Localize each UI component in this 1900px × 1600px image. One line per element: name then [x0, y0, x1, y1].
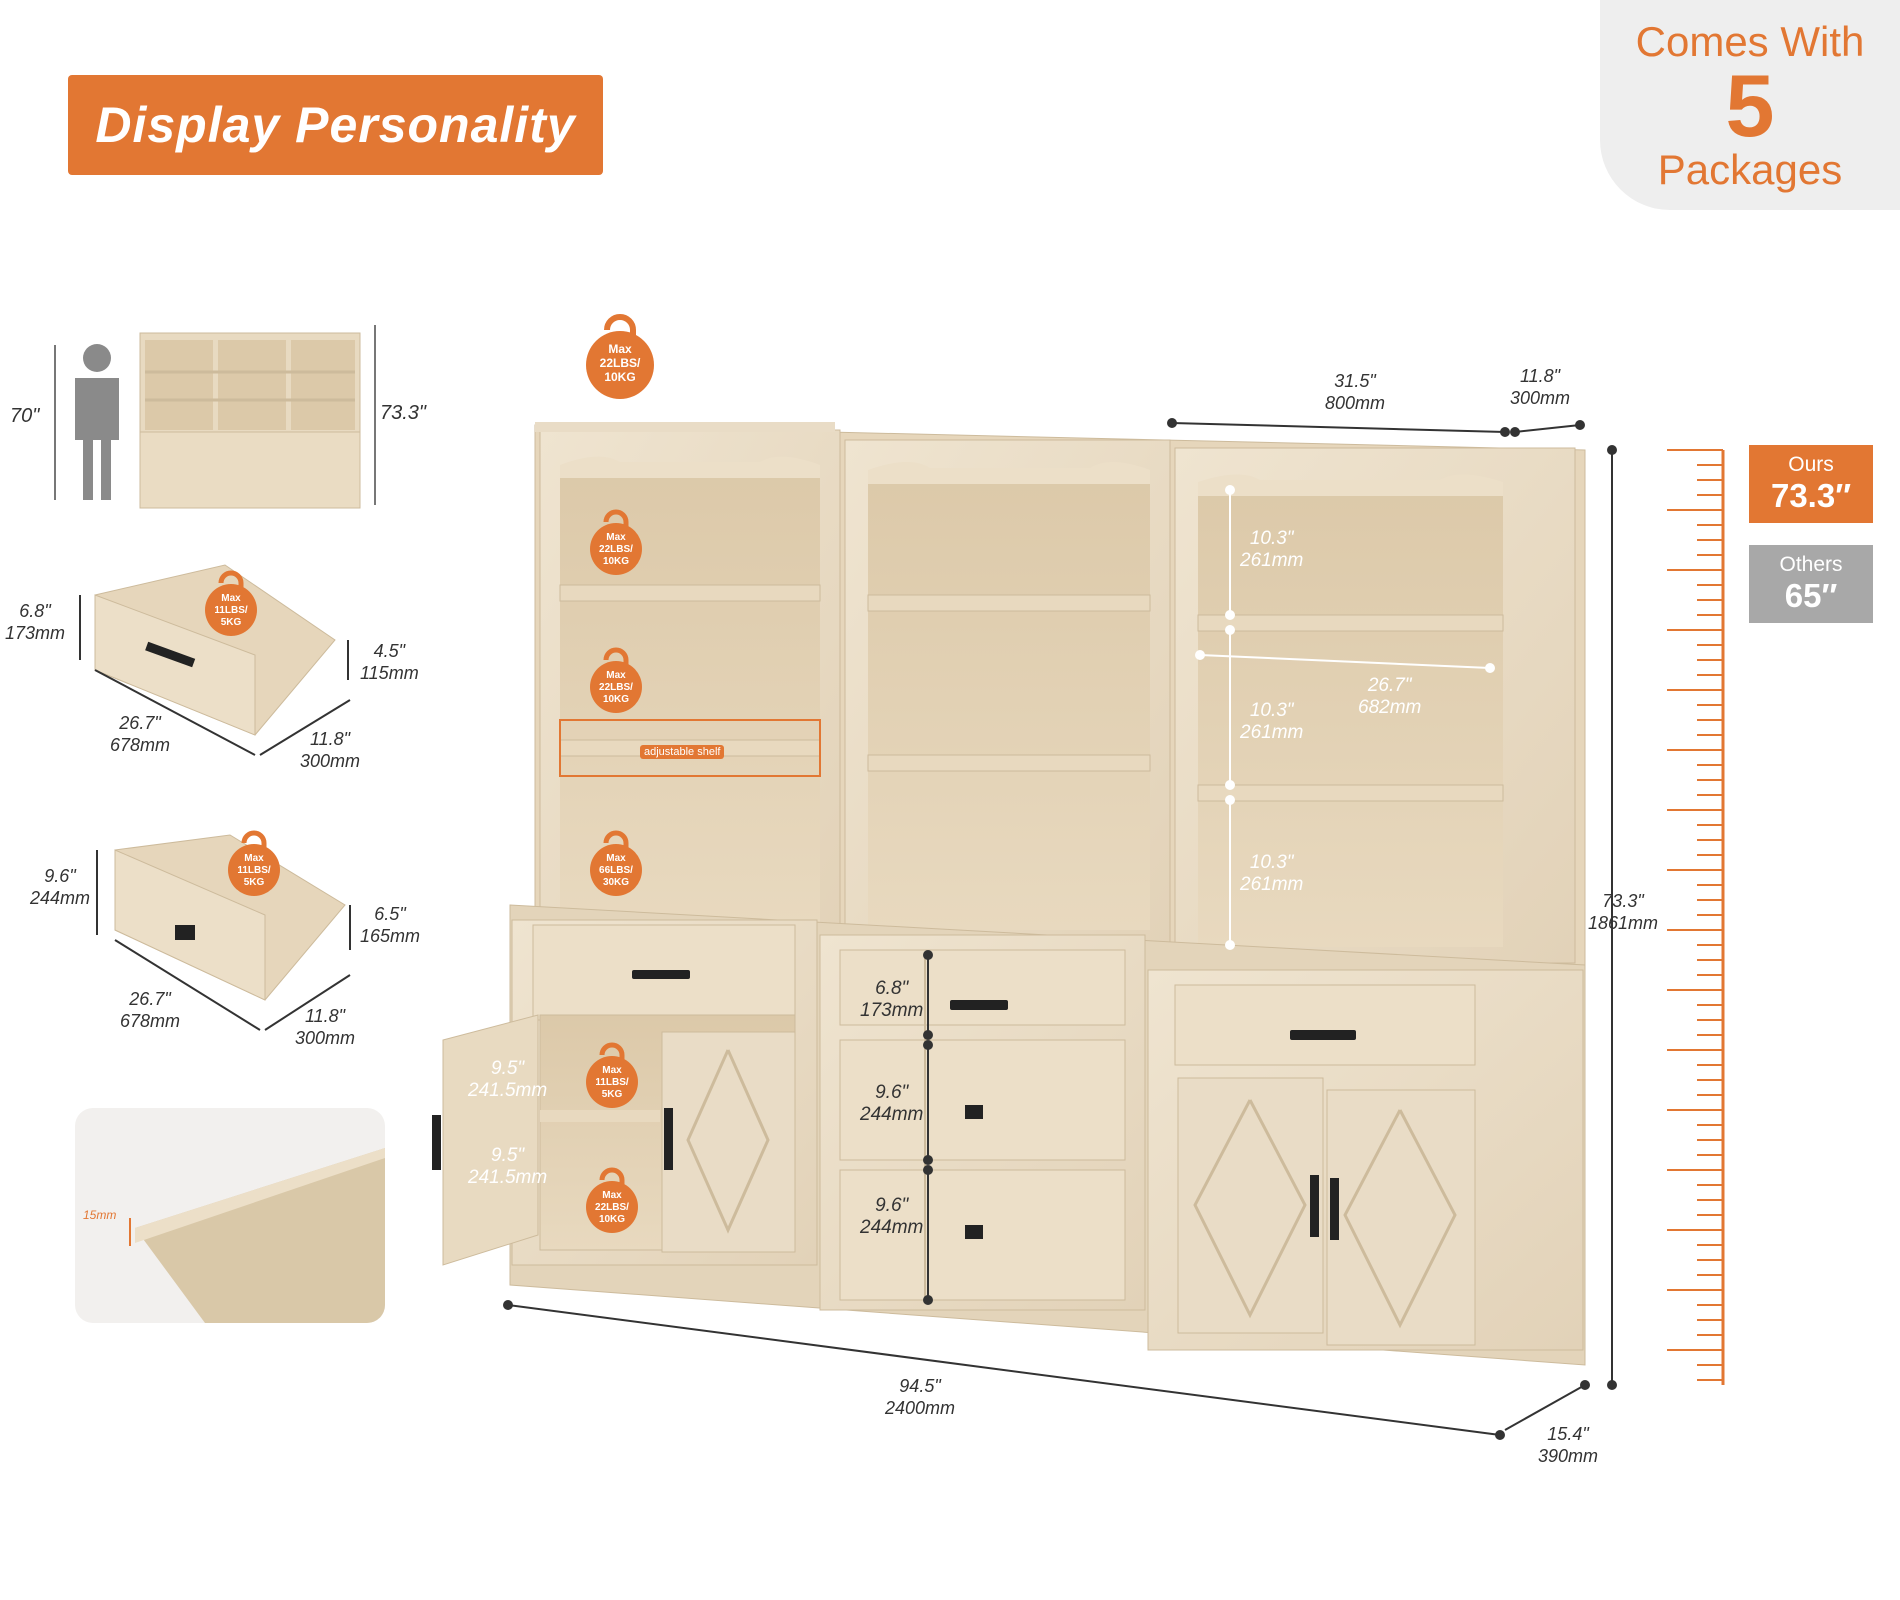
- drawer-small-height: 6.8"173mm: [5, 601, 66, 643]
- drawer-large-width: 26.7"678mm: [120, 989, 181, 1031]
- adjustable-shelf-label: adjustable shelf: [640, 745, 725, 759]
- others-height-badge: Others 65″: [1749, 545, 1873, 623]
- drawer-bottom-dim: 9.6"244mm: [860, 1195, 924, 1238]
- packages-line3: Packages: [1657, 146, 1843, 193]
- total-depth-dim: 15.4"390mm: [1538, 1424, 1599, 1466]
- drawer-large-depth: 11.8"300mm: [295, 1006, 356, 1048]
- drawer-small-depth: 11.8"300mm: [300, 729, 361, 771]
- cabinet-gap-lower: 9.5"241.5mm: [468, 1145, 548, 1188]
- total-height-dim: 73.3"1861mm: [1588, 891, 1659, 933]
- others-value: 65″: [1784, 577, 1838, 614]
- person-height: 70": [10, 405, 40, 427]
- drawer-large-height: 9.6"244mm: [30, 866, 91, 908]
- ours-value: 73.3″: [1770, 477, 1852, 514]
- drawer-mid-dim: 9.6"244mm: [860, 1082, 924, 1125]
- drawer-small-illustration: [79, 564, 351, 756]
- packages-badge: Comes With 5 Packages: [1600, 0, 1900, 210]
- packages-line1: Comes With: [1635, 18, 1865, 65]
- total-width-dim: 94.5"2400mm: [885, 1376, 956, 1418]
- headline-text: Display Personality: [95, 97, 576, 153]
- others-label: Others: [1779, 553, 1843, 576]
- drawer-large-illustration: [96, 834, 351, 1031]
- shelf-gap-3: 10.3"261mm: [1240, 852, 1304, 895]
- unit-height-thumb: 73.3": [380, 402, 427, 424]
- hutch: [534, 422, 1586, 966]
- board-thickness-panel: 15mm: [75, 1108, 385, 1323]
- ours-label: Ours: [1788, 453, 1834, 476]
- shelf-width-dim: 26.7"682mm: [1358, 675, 1422, 718]
- packages-count: 5: [1725, 56, 1775, 155]
- drawer-small-width: 26.7"678mm: [110, 713, 171, 755]
- headline-banner: Display Personality: [68, 75, 603, 175]
- hutch-width-dim: 31.5"800mm: [1325, 371, 1386, 413]
- base-cabinet: [432, 904, 1586, 1366]
- ours-height-badge: Ours 73.3″: [1749, 445, 1873, 523]
- cabinet-gap-upper: 9.5"241.5mm: [468, 1058, 548, 1101]
- shelf-gap-2: 10.3"261mm: [1240, 700, 1304, 743]
- shelf-gap-1: 10.3"261mm: [1240, 528, 1304, 571]
- hutch-depth-dim: 11.8"300mm: [1510, 366, 1571, 408]
- thickness-label: 15mm: [83, 1208, 117, 1222]
- drawer-small-inner: 4.5"115mm: [360, 641, 419, 683]
- drawer-top-dim: 6.8"173mm: [860, 978, 924, 1021]
- thumbnail-unit: [54, 325, 376, 509]
- drawer-large-inner: 6.5"165mm: [360, 904, 421, 946]
